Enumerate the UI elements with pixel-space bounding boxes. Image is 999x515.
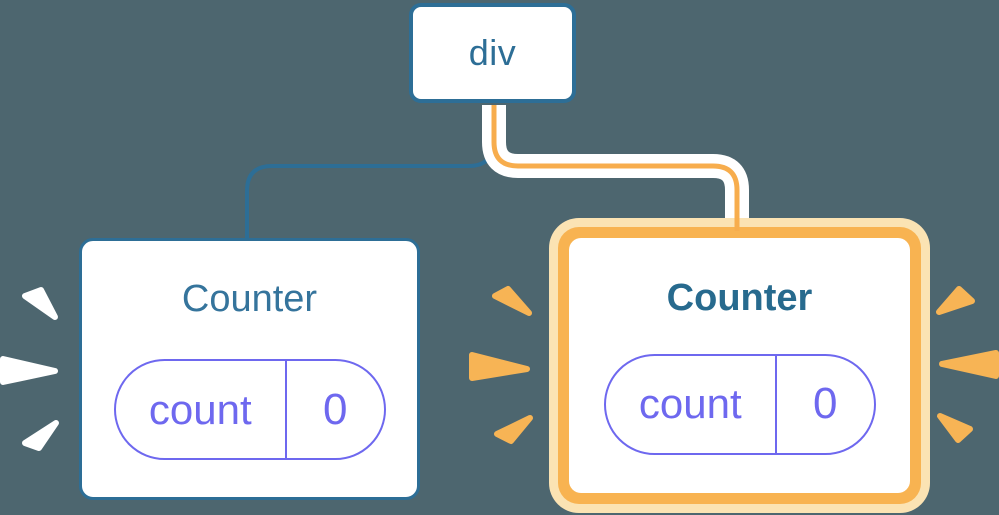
left-state-pill: count 0 (113, 359, 386, 460)
connector-highlight-band (482, 105, 749, 218)
highlight-ring: Counter count 0 (558, 227, 921, 504)
sparkle-burst-left-white (0, 287, 59, 451)
root-node: div (409, 3, 576, 103)
left-state-value: 0 (323, 384, 348, 434)
left-counter-card: Counter count 0 (79, 238, 420, 500)
sparkle-wedge-icon (494, 415, 533, 444)
sparkle-burst-right-card-left-orange (469, 286, 533, 444)
sparkle-wedge-icon (937, 413, 973, 443)
sparkle-wedge-icon (0, 356, 58, 385)
highlight-halo: Counter count 0 (549, 218, 930, 513)
sparkle-wedge-icon (22, 287, 58, 320)
right-counter-title: Counter (666, 276, 813, 319)
sparkle-wedge-icon (936, 286, 975, 315)
root-node-label: div (468, 32, 517, 73)
right-state-name: count (606, 355, 778, 453)
orange-connector-line (491, 105, 740, 231)
sparkle-wedge-icon (939, 350, 999, 379)
left-state-name: count (116, 361, 288, 458)
blue-connector-line (245, 105, 496, 239)
sparkle-wedge-icon (469, 352, 530, 381)
sparkle-burst-right-card-right-orange (936, 286, 999, 443)
sparkle-wedge-icon (22, 420, 59, 451)
right-state-value: 0 (813, 379, 838, 428)
right-counter-card: Counter count 0 (569, 238, 910, 493)
right-state-pill: count 0 (603, 353, 876, 455)
sparkle-wedge-icon (492, 286, 532, 316)
left-counter-title: Counter (181, 278, 318, 320)
